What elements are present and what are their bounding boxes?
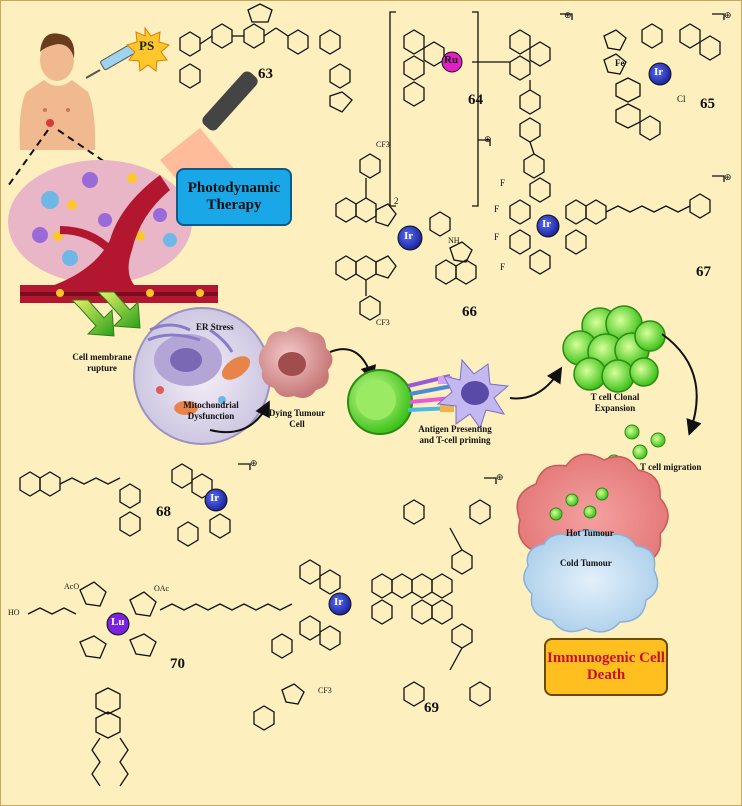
ir-label-67: Ir — [542, 218, 552, 230]
ir-center-69 — [328, 592, 352, 616]
compound-66: 66 — [462, 304, 477, 320]
ir-label-68: Ir — [210, 492, 220, 504]
photosensitizer-burst-icon — [125, 26, 171, 72]
oac-70: OAc — [154, 584, 170, 593]
subscript-2: 2 — [394, 196, 399, 206]
compound-70: 70 — [170, 656, 185, 672]
dying-tumour-cell-label: Dying Tumour Cell — [268, 408, 326, 429]
compound-67: 67 — [696, 264, 711, 280]
arrow-green-2 — [96, 291, 141, 329]
f-67-b: F — [494, 204, 500, 214]
f-67-c: F — [494, 232, 500, 242]
lu-center — [106, 612, 130, 636]
charge-67: ⊕ — [724, 172, 732, 182]
structure-63 — [179, 3, 353, 113]
immunogenic-cell-death-box: Immunogenic Cell Death — [544, 638, 668, 696]
ho-70: HO — [8, 608, 20, 617]
ru-label: Ru — [444, 54, 459, 66]
charge-65: ⊕ — [724, 10, 732, 20]
cl-label: Cl — [677, 94, 686, 104]
er-stress-label: ER Stress — [196, 322, 234, 332]
f-67-d: F — [500, 262, 506, 272]
fe-label: Fe — [615, 58, 625, 68]
tumour-vessel-illustration — [8, 160, 218, 303]
ir-center-67 — [536, 214, 560, 238]
antigen-presenting-label: Antigen Presenting and T-cell priming — [418, 424, 492, 445]
charge-64: ⊕ — [564, 10, 572, 20]
structure-66 — [335, 139, 491, 321]
structure-70 — [27, 581, 305, 787]
ps-label: PS — [139, 38, 155, 53]
ir-label-66: Ir — [404, 230, 414, 242]
lu-label: Lu — [111, 616, 125, 628]
structure-64 — [389, 11, 573, 207]
cf3-66-bottom: CF3 — [376, 318, 390, 327]
ir-label-65: Ir — [654, 66, 664, 78]
cf3-66-top: CF3 — [376, 140, 390, 149]
cold-tumour-label: Cold Tumour — [560, 558, 612, 568]
ru-center — [441, 51, 463, 73]
compound-65: 65 — [700, 96, 715, 112]
mitochondrial-dysfunction-label: Mitochondrial Dysfunction — [183, 400, 239, 421]
charge-66: ⊕ — [484, 134, 492, 144]
structure-67 — [509, 175, 725, 275]
nh-66: NH — [448, 236, 460, 245]
charge-68: ⊕ — [250, 458, 258, 468]
aco-70: AcO — [64, 582, 80, 591]
arrow-green-1 — [70, 299, 115, 337]
compound-68: 68 — [156, 504, 171, 520]
patient-illustration — [19, 33, 96, 150]
structure-65 — [603, 13, 725, 141]
hot-tumour-label: Hot Tumour — [566, 528, 614, 538]
t-cell-clonal-expansion-label: T cell Clonal Expansion — [590, 392, 640, 413]
ir-center-66 — [397, 225, 423, 251]
compound-63: 63 — [258, 66, 273, 82]
ir-center-68 — [204, 488, 228, 512]
cf3-70: CF3 — [318, 686, 332, 695]
ir-center-65 — [648, 62, 672, 86]
structure-69 — [299, 477, 497, 707]
hot-cold-tumour — [516, 453, 669, 633]
dying-tumour-cell — [258, 327, 333, 398]
charge-69: ⊕ — [496, 472, 504, 482]
photodynamic-therapy-box: Photodynamic Therapy — [176, 168, 292, 226]
t-cell-migration-label: T cell migration — [640, 462, 702, 472]
cell-illustration — [133, 307, 271, 445]
ir-label-69: Ir — [334, 596, 344, 608]
syringe-icon — [85, 43, 136, 79]
antigen-receptors — [407, 374, 454, 412]
f-67-a: F — [500, 178, 506, 188]
compound-69: 69 — [424, 700, 439, 716]
cell-membrane-rupture-label: Cell membrane rupture — [72, 352, 132, 373]
t-cell-clonal-cluster — [562, 305, 666, 393]
compound-64: 64 — [468, 92, 483, 108]
